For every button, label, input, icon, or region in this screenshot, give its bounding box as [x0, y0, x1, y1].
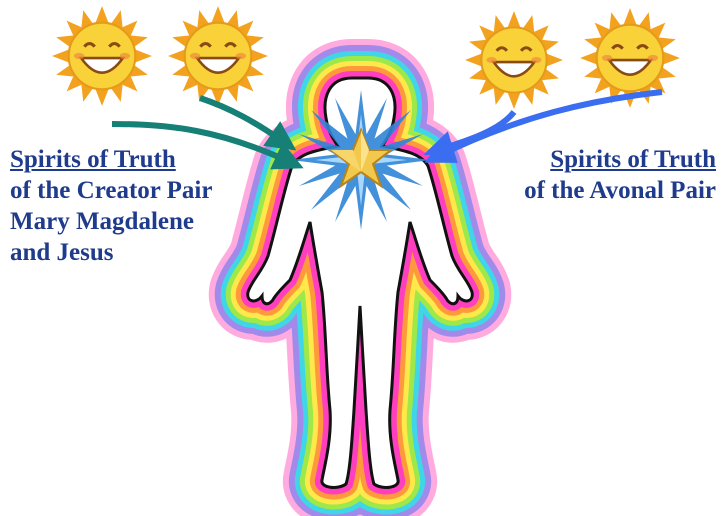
left-label-line: and Jesus — [10, 237, 212, 268]
sun-icon — [580, 8, 680, 108]
right-label-title: Spirits of Truth — [468, 144, 716, 175]
left-label-title: Spirits of Truth — [10, 144, 212, 175]
sun-icon — [465, 11, 563, 109]
left-label-line: Mary Magdalene — [10, 206, 212, 237]
sun-icon — [168, 6, 268, 106]
right-label-line: of the Avonal Pair — [468, 175, 716, 206]
left-label-line: of the Creator Pair — [10, 175, 212, 206]
right-label: Spirits of Truth of the Avonal Pair — [468, 144, 716, 206]
sun-icon — [52, 6, 152, 106]
left-label: Spirits of Truth of the Creator Pair Mar… — [10, 144, 212, 268]
